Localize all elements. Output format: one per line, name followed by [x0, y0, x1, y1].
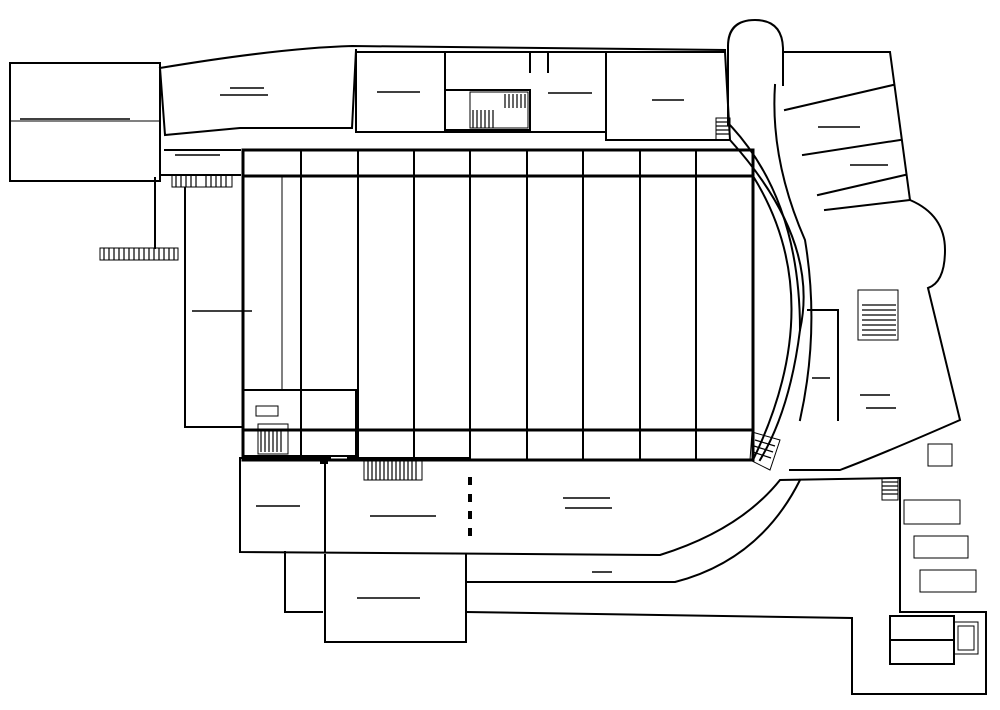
northwest-stair — [171, 174, 233, 188]
door-markers — [320, 458, 472, 536]
west-corridor — [154, 134, 244, 428]
southeast-blocks — [889, 443, 979, 665]
hall-arc — [728, 138, 805, 462]
west-stair — [99, 247, 179, 261]
east-wing — [782, 51, 962, 471]
east-tower — [726, 18, 813, 422]
arc-stair — [749, 431, 781, 471]
south-stair — [363, 457, 423, 481]
south-wing — [239, 457, 902, 573]
west-annex — [9, 62, 161, 182]
southeast-stair — [881, 477, 899, 501]
north-wing — [158, 44, 732, 141]
north-stair — [469, 91, 529, 129]
main-hall — [192, 148, 755, 462]
lower-annex — [284, 477, 987, 695]
tower-stair — [715, 117, 731, 141]
southwest-stair — [255, 405, 289, 455]
east-stair — [857, 289, 899, 341]
